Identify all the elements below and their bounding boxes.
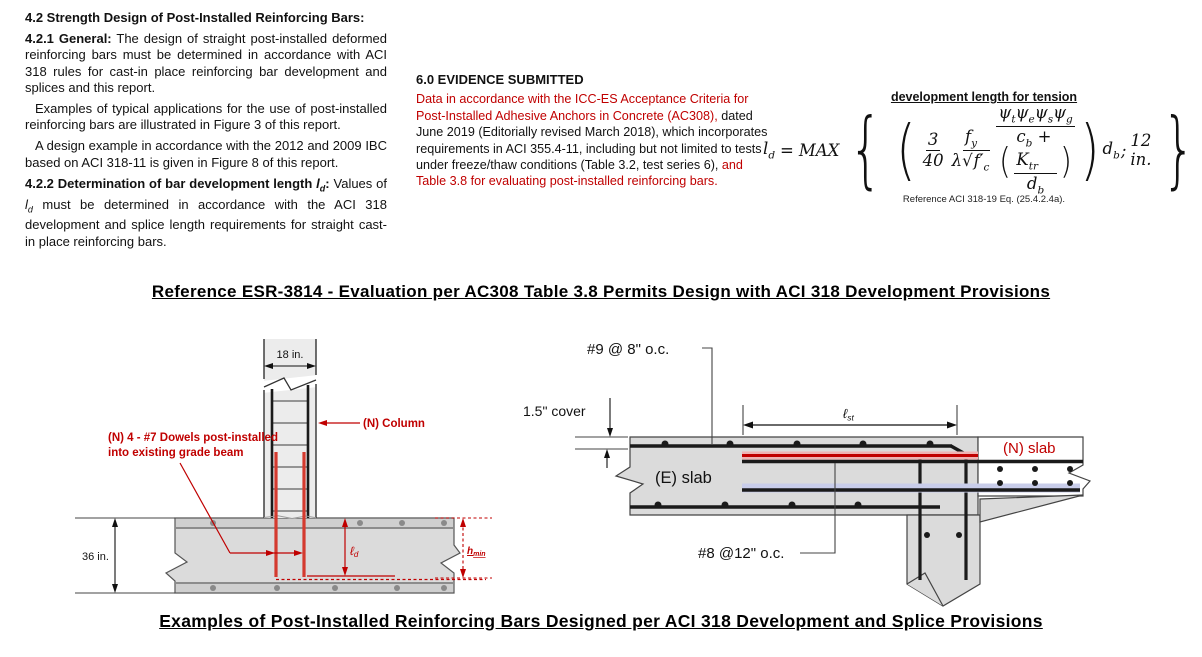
evidence-red-run-2: and Table 3.8 for evaluating post-instal… xyxy=(416,158,743,189)
eq-db: db xyxy=(1102,138,1120,162)
dimension-lst: ℓst xyxy=(742,405,958,435)
dimension-18in: 18 in. xyxy=(264,349,316,369)
grade-beam xyxy=(164,517,461,594)
subsection-label: 4.2.2 Determination of bar development l… xyxy=(25,175,330,194)
lst-label: ℓst xyxy=(843,406,854,423)
arrowhead xyxy=(743,421,753,429)
paragraph-4-2-1: 4.2.1 General: The design of straight po… xyxy=(25,31,387,96)
arrowhead xyxy=(112,518,118,527)
new-dowel-bar-red xyxy=(742,451,1083,464)
arrowhead xyxy=(307,363,316,369)
existing-slab-label: (E) slab xyxy=(655,469,712,487)
arrowhead xyxy=(342,567,348,576)
existing-bottom-bars xyxy=(630,501,940,509)
post-installed-dowels xyxy=(274,452,306,577)
arrowhead xyxy=(604,449,610,458)
wall-rebar xyxy=(918,456,968,580)
diagram-slab-splice: #9 @ 8" o.c. 1.5" cover ℓst (N) slab (E)… xyxy=(523,341,1092,607)
top-bar-dots xyxy=(661,440,934,448)
cold-joint xyxy=(263,515,317,520)
eq-limit: 12 in. xyxy=(1130,131,1152,169)
section-4-2: 4.2 Strength Design of Post-Installed Re… xyxy=(25,10,387,255)
arrowhead xyxy=(112,584,118,593)
eq-semicolon: ; xyxy=(1120,140,1127,160)
equation-reference: Reference ACI 318-19 Eq. (25.4.2.4a). xyxy=(902,194,1066,205)
paragraph-examples: Examples of typical applications for the… xyxy=(25,101,387,133)
equation-block: development length for tension ld = MAX … xyxy=(763,90,1196,205)
eq-lhs: ld xyxy=(763,138,776,162)
evidence-red-run-1: Data in accordance with the ICC-ES Accep… xyxy=(416,92,749,123)
dimension-hmin: hmin xyxy=(435,517,492,579)
top-bar-label: #9 @ 8" o.c. xyxy=(587,341,669,358)
column-label: (N) Column xyxy=(363,418,425,430)
caption-examples: Examples of Post-Installed Reinforcing B… xyxy=(159,611,1043,631)
bottom-bar-dots xyxy=(654,501,862,509)
new-slab-label: (N) slab xyxy=(1003,440,1056,457)
paragraph-text: Examples of typical applications for the… xyxy=(25,101,387,133)
bottom-bar-label: #8 @12" o.c. xyxy=(698,545,784,562)
arrowhead xyxy=(264,363,273,369)
wall-rebar-dot xyxy=(924,532,930,538)
fraction-3-40: 3 40 xyxy=(922,129,944,170)
new-slab-dots xyxy=(997,466,1073,486)
fraction-confinement: cb + Ktr db xyxy=(1014,127,1057,197)
arrowhead xyxy=(294,550,303,556)
paragraph-text: The design of straight post-installed de… xyxy=(25,31,387,95)
beam-rebar-dots xyxy=(210,520,447,591)
fraction-fy: fy λ√f′c xyxy=(951,126,991,173)
caption-reference-esr: Reference ESR-3814 - Evaluation per AC30… xyxy=(151,282,1051,301)
paragraph-4-2-2: 4.2.2 Determination of bar development l… xyxy=(25,176,387,250)
paragraph-text: A design example in accordance with the … xyxy=(25,138,387,170)
arrowhead xyxy=(460,569,466,578)
break-symbol xyxy=(906,572,944,607)
diagram-column-grade-beam: 18 in. 36 in. (N) Column (N) 4 - #7 Dowe… xyxy=(75,339,492,594)
bottom-bar-callout: #8 @12" o.c. xyxy=(698,463,836,562)
open-paren: ( xyxy=(896,111,916,189)
dowels-callout: (N) 4 - #7 Dowels post-installed into ex… xyxy=(108,432,303,556)
development-length-equation: ld = MAX { ( 3 40 fy λ√f′c ψtψeψsψg ( cb… xyxy=(763,100,1196,199)
eq-operator: MAX xyxy=(798,140,840,160)
hmin-label: hmin xyxy=(467,546,486,558)
column-ties xyxy=(272,400,308,512)
evidence-black-run: dated June 2019 (Editorially revised Mar… xyxy=(416,108,768,173)
ld-label: ℓd xyxy=(350,544,359,559)
arrowhead xyxy=(947,421,957,429)
supporting-wall xyxy=(906,514,981,607)
section-title: 4.2 Strength Design of Post-Installed Re… xyxy=(25,10,365,25)
open-brace: { xyxy=(849,100,883,199)
cover-dimension: 1.5" cover xyxy=(523,398,628,468)
arrowhead xyxy=(607,428,613,437)
inner-open-paren: ( xyxy=(999,140,1012,182)
fraction-psi: ψtψeψsψg ( cb + Ktr db ) xyxy=(996,103,1075,197)
dimension-ld: ℓd xyxy=(276,518,486,581)
break-symbol xyxy=(263,377,317,391)
subsection-label: 4.2.1 General: xyxy=(25,31,112,47)
evidence-paragraph: Data in accordance with the ICC-ES Accep… xyxy=(416,91,772,189)
arrowhead xyxy=(460,518,466,527)
equation-title: development length for tension xyxy=(890,90,1078,104)
column-callout: (N) Column xyxy=(318,418,425,430)
dim-36in-label: 36 in. xyxy=(82,551,109,563)
paragraph-text: Values of ld must be determined in accor… xyxy=(25,175,387,249)
wall-rebar-dot xyxy=(956,532,962,538)
close-brace: } xyxy=(1161,100,1195,199)
dimension-36in: 36 in. xyxy=(75,517,175,594)
close-paren: ) xyxy=(1079,111,1100,189)
cover-label: 1.5" cover xyxy=(523,403,586,419)
paragraph-design-example: A design example in accordance with the … xyxy=(25,138,387,170)
evidence-heading: 6.0 EVIDENCE SUBMITTED xyxy=(416,72,584,87)
dowels-label-line2: into existing grade beam xyxy=(108,447,243,459)
dowels-label-line1: (N) 4 - #7 Dowels post-installed xyxy=(108,432,278,444)
lap-bar-lavender xyxy=(742,483,1080,493)
section-evidence: 6.0 EVIDENCE SUBMITTED Data in accordanc… xyxy=(416,72,772,190)
arrowhead xyxy=(266,550,275,556)
arrowhead xyxy=(342,518,348,527)
arrowhead xyxy=(318,420,327,426)
inner-close-paren: ) xyxy=(1059,140,1072,182)
dim-18in-label: 18 in. xyxy=(277,349,304,361)
slab-haunch xyxy=(979,494,1084,523)
eq-equals: = xyxy=(780,140,794,160)
top-bar-callout: #9 @ 8" o.c. xyxy=(587,341,713,444)
